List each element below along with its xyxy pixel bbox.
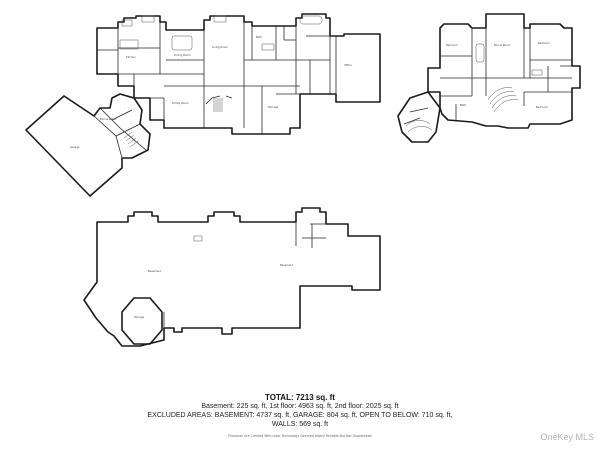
kitchen-island bbox=[119, 39, 139, 50]
label-bath: Bath bbox=[256, 35, 262, 39]
dining-table bbox=[171, 35, 193, 51]
first-floor-interior-walls bbox=[97, 22, 337, 134]
second-floor-interior-walls bbox=[403, 28, 572, 125]
label-family: Family Room bbox=[172, 101, 189, 105]
garage-stairs bbox=[123, 131, 139, 148]
label-bonus: Bonus Room bbox=[100, 117, 117, 121]
mls-watermark: OneKey MLS bbox=[540, 432, 594, 442]
basement-plan: Basement Basement Storage bbox=[83, 207, 381, 347]
second-floor-tub bbox=[475, 43, 485, 63]
first-floor-plan: Kitchen Dining Room Living Room Family R… bbox=[25, 13, 381, 197]
floor-areas: Basement: 225 sq. ft, 1st floor: 4963 sq… bbox=[201, 403, 399, 410]
tower-window-arcs bbox=[405, 120, 433, 133]
label-bath-2: Bath bbox=[460, 103, 466, 107]
second-floor-plan: Bedroom Bedroom Bedroom Bonus Room Bath bbox=[397, 13, 581, 143]
curved-stairs bbox=[487, 87, 519, 113]
label-basement-2: Basement bbox=[280, 263, 293, 267]
label-living: Living Room bbox=[212, 45, 228, 49]
tub bbox=[299, 15, 323, 25]
basement-interior-walls bbox=[163, 222, 326, 328]
window-box-3 bbox=[213, 15, 227, 23]
label-bedroom-1: Bedroom bbox=[446, 43, 458, 47]
label-storage-2: Storage bbox=[134, 315, 145, 319]
lidar-disclaimer: Floorplan Are Created With Lidar Technol… bbox=[228, 434, 372, 438]
label-storage: Storage bbox=[268, 105, 279, 109]
basement-utility bbox=[193, 235, 203, 242]
garage-interior-walls bbox=[93, 107, 147, 159]
walls-area: WALLS: 569 sq. ft bbox=[271, 421, 329, 428]
label-bonus-2: Bonus Room bbox=[494, 43, 511, 47]
basement-outline bbox=[83, 207, 381, 347]
second-floor-tower bbox=[397, 91, 441, 143]
garage-outline bbox=[25, 93, 151, 197]
label-dining: Dining Room bbox=[174, 53, 191, 57]
label-office: Office bbox=[344, 63, 352, 67]
label-kitchen: Kitchen bbox=[126, 55, 136, 59]
total-area: TOTAL: 7213 sq. ft bbox=[265, 393, 335, 402]
label-garage: Garage bbox=[70, 145, 80, 149]
vanity bbox=[261, 43, 275, 51]
second-floor-outline bbox=[427, 13, 581, 129]
first-floor-stairs bbox=[213, 98, 223, 112]
label-bedroom-2: Bedroom bbox=[538, 41, 550, 45]
basement-tower bbox=[121, 297, 163, 345]
second-floor-vanity bbox=[531, 69, 543, 76]
excluded-areas: EXCLUDED AREAS: BASEMENT: 4737 sq. ft, G… bbox=[147, 412, 453, 419]
window-box-2 bbox=[141, 15, 155, 23]
window-box bbox=[121, 19, 133, 27]
label-basement-1: Basement bbox=[148, 269, 161, 273]
label-bedroom-3: Bedroom bbox=[536, 105, 548, 109]
